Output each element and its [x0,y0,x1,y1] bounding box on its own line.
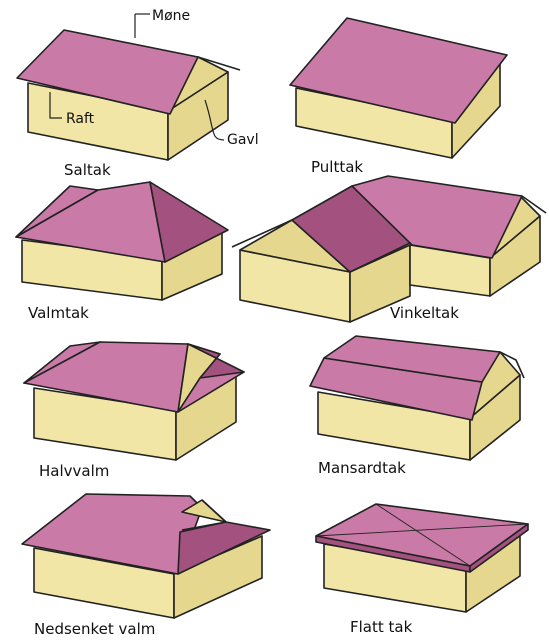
house-mansardtak [310,336,524,460]
label-vinkeltak: Vinkeltak [390,304,459,322]
house-flatt-tak [316,504,528,612]
label-mone: Møne [152,8,190,24]
house-halvvalm [24,342,244,460]
label-nedsenket-valm: Nedsenket valm [34,620,155,638]
house-pulttak [290,18,507,158]
label-gavl: Gavl [227,132,259,148]
label-valmtak: Valmtak [28,304,89,322]
house-nedsenket-valm [22,494,270,618]
house-vinkeltak [232,176,546,322]
label-pulttak: Pulttak [311,158,363,176]
label-halvvalm: Halvvalm [39,462,109,480]
label-mansardtak: Mansardtak [318,459,406,477]
label-flatt-tak: Flatt tak [350,618,413,636]
label-raft: Raft [66,111,95,127]
label-saltak: Saltak [64,161,111,179]
house-valmtak [16,182,228,300]
